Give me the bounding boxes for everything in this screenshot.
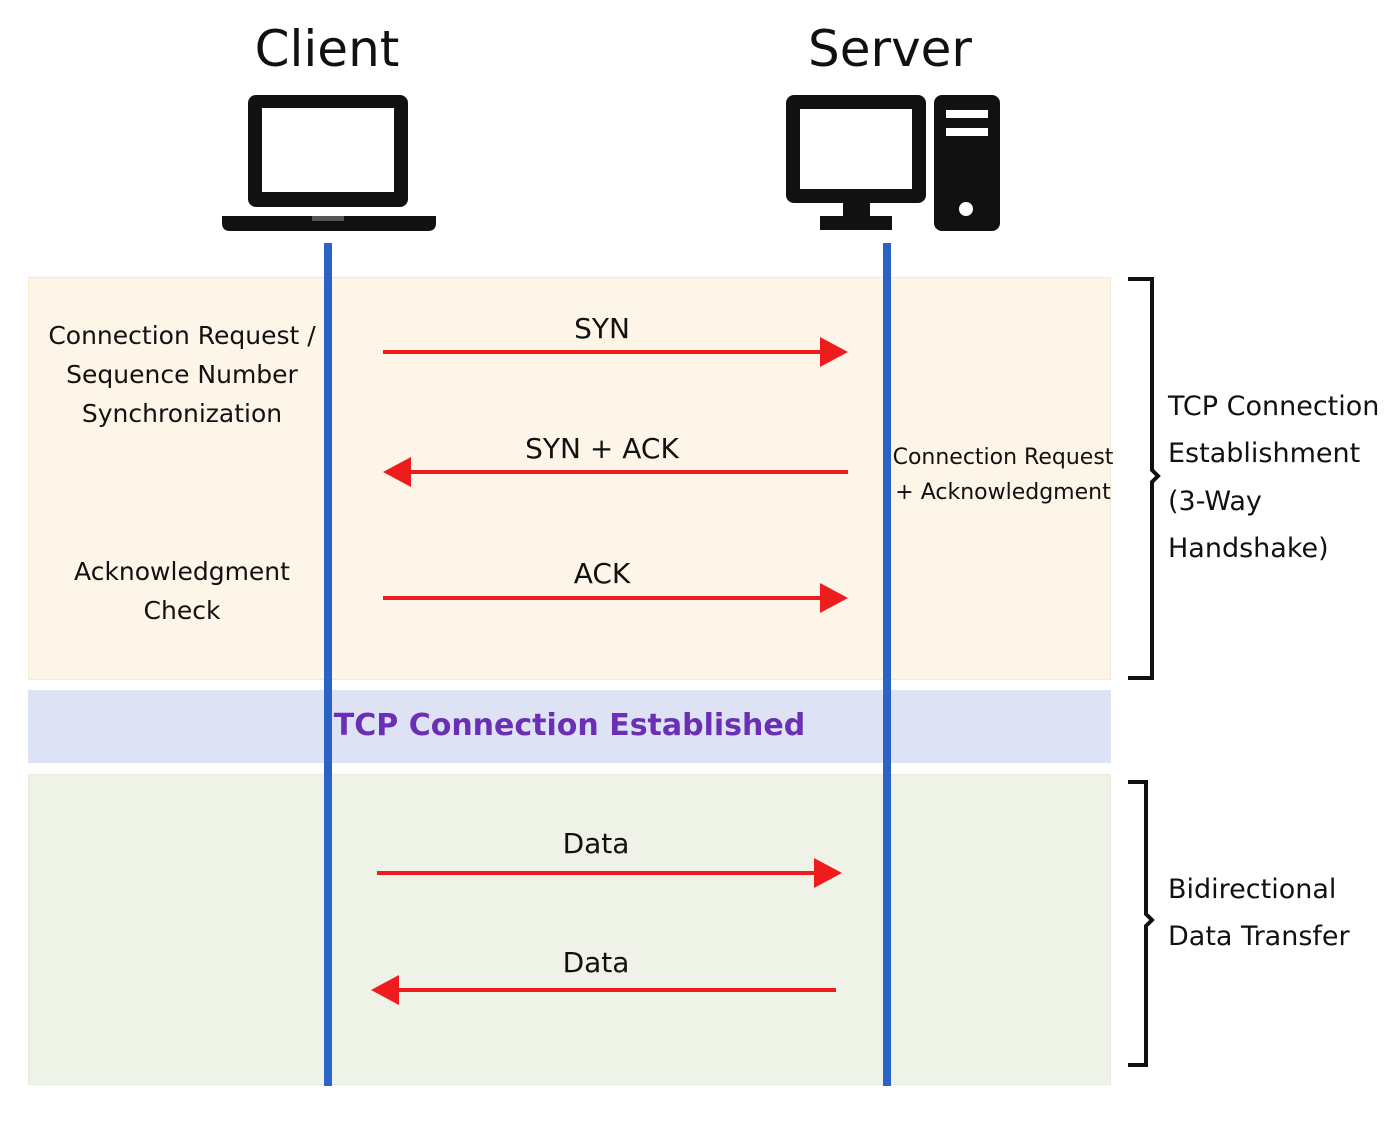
message-label: SYN — [574, 312, 630, 345]
arrow-head — [820, 337, 848, 367]
ack-note: Acknowledgment Check — [36, 553, 328, 631]
data-phase-label: Bidirectional Data Transfer — [1168, 866, 1394, 961]
connection-established-banner: TCP Connection Established — [333, 708, 806, 743]
handshake-phase-band — [28, 277, 1111, 680]
message-label: SYN + ACK — [525, 432, 679, 465]
phase-line: Bidirectional — [1168, 874, 1337, 905]
client-lifeline — [324, 243, 332, 1086]
phase-line: Data Transfer — [1168, 921, 1350, 953]
arrow-head — [371, 975, 399, 1005]
note-line: Synchronization — [81, 398, 283, 428]
note-line: + Acknowledgment — [895, 480, 1111, 506]
phase-line: (3-Way Handshake) — [1168, 485, 1329, 564]
server-title: Server — [808, 20, 972, 78]
syn-note: Connection Request / Sequence Number Syn… — [36, 317, 328, 433]
message-label: Data — [562, 827, 630, 860]
phase-line: Establishment — [1168, 438, 1361, 470]
client-title: Client — [254, 20, 400, 78]
note-line: Sequence Number — [66, 359, 298, 389]
data-transfer-phase-band — [28, 774, 1111, 1085]
server-lifeline — [883, 243, 891, 1086]
message-label: Data — [562, 946, 630, 979]
phase-line: TCP Connection — [1168, 391, 1380, 422]
message-arrow — [383, 337, 848, 367]
message-arrow — [383, 583, 848, 613]
syn-ack-note: Connection Request + Acknowledgment — [892, 440, 1114, 510]
message-label: ACK — [573, 557, 631, 590]
message-arrow — [377, 858, 842, 888]
connection-established-band — [28, 690, 1111, 763]
arrow-head — [383, 457, 411, 487]
laptop-icon — [222, 95, 436, 231]
data-phase-bracket — [1128, 780, 1155, 1067]
note-line: Acknowledgment — [74, 557, 290, 586]
desktop-tower-icon — [786, 95, 1000, 231]
arrow-head — [820, 583, 848, 613]
note-line: Connection Request / — [48, 321, 316, 350]
message-arrow — [371, 975, 836, 1005]
arrow-head — [814, 858, 842, 888]
note-line: Connection Request — [892, 445, 1114, 470]
handshake-phase-bracket — [1128, 277, 1161, 680]
handshake-phase-label: TCP Connection Establishment (3-Way Hand… — [1168, 383, 1394, 572]
note-line: Check — [143, 595, 221, 625]
message-arrow — [383, 457, 848, 487]
